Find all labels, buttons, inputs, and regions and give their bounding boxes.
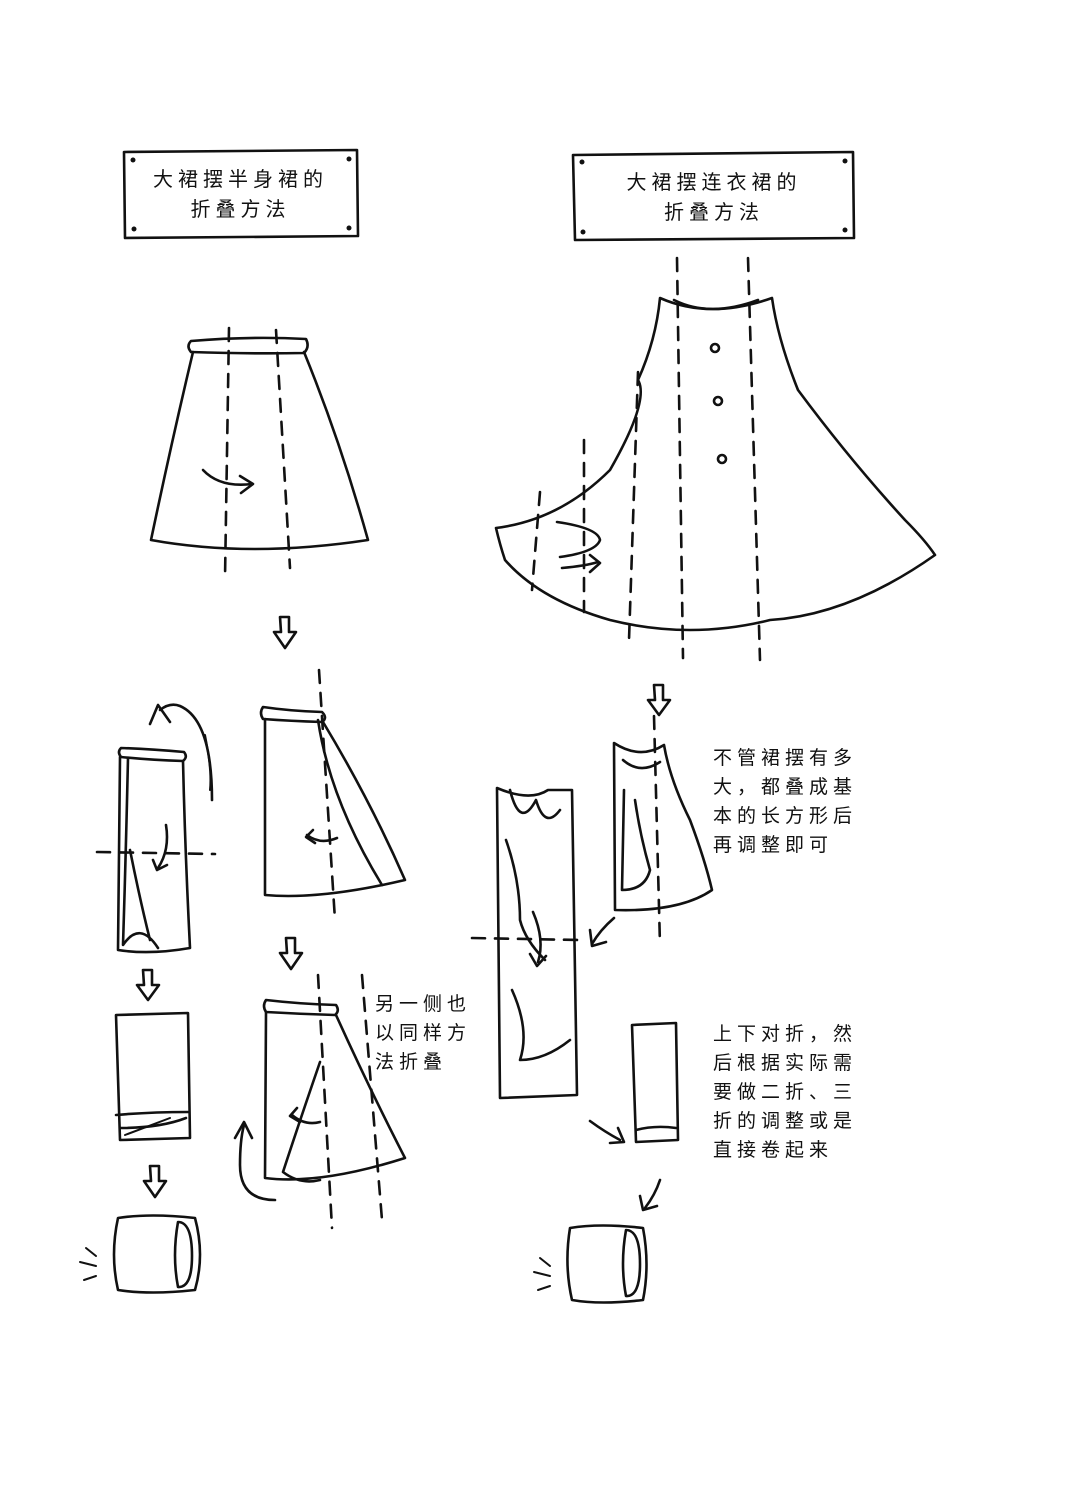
note-line: 要做二折、三 xyxy=(713,1081,858,1103)
note-line: 再调整即可 xyxy=(713,834,834,856)
note-line: 本的长方形后 xyxy=(713,805,858,827)
left-title-signboard xyxy=(122,148,360,240)
down-arrow-2 xyxy=(135,968,161,1002)
dress-step4 xyxy=(588,1021,680,1145)
right-title-line2: 折叠方法 xyxy=(664,200,764,224)
left-title-line1: 大裙摆半身裙的 xyxy=(153,167,328,191)
dress-step1 xyxy=(494,256,937,662)
right-note-basic-rectangle: 不管裙摆有多 大，都叠成基 本的长方形后 再调整即可 xyxy=(713,744,857,860)
note-line: 法折叠 xyxy=(375,1051,448,1073)
left-note-other-side: 另一侧也 以同样方 法折叠 xyxy=(375,990,471,1077)
note-line: 不管裙摆有多 xyxy=(713,747,858,769)
down-arrow-5 xyxy=(646,683,672,717)
note-line: 大，都叠成基 xyxy=(713,776,858,798)
skirt-step5-rolled xyxy=(79,1214,202,1294)
right-title: 大裙摆连衣裙的 折叠方法 xyxy=(574,167,854,227)
skirt-step1 xyxy=(149,326,370,580)
skirt-step3 xyxy=(95,703,217,954)
skirt-step4 xyxy=(114,1011,192,1142)
note-line: 后根据实际需 xyxy=(713,1052,858,1074)
down-arrow-1 xyxy=(272,615,298,650)
left-title-line2: 折叠方法 xyxy=(190,197,291,221)
dress-step2 xyxy=(612,714,714,947)
note-line: 直接卷起来 xyxy=(713,1139,834,1161)
left-title: 大裙摆半身裙的 折叠方法 xyxy=(124,164,357,224)
down-arrow-4 xyxy=(278,936,304,971)
right-title-signboard xyxy=(571,150,856,242)
dress-step5-rolled xyxy=(533,1224,648,1304)
note-line: 上下对折，然 xyxy=(713,1023,858,1045)
right-note-fold-or-roll: 上下对折，然 后根据实际需 要做二折、三 折的调整或是 直接卷起来 xyxy=(713,1020,857,1165)
note-line: 以同样方 xyxy=(375,1022,472,1044)
down-arrow-6 xyxy=(638,1178,662,1212)
note-line: 折的调整或是 xyxy=(713,1110,858,1132)
skirt-step2 xyxy=(259,668,407,922)
dress-step3 xyxy=(470,786,616,1100)
down-arrow-3 xyxy=(142,1164,168,1199)
note-line: 另一侧也 xyxy=(375,993,472,1015)
right-title-line1: 大裙摆连衣裙的 xyxy=(626,170,802,194)
skirt-step6 xyxy=(233,973,407,1230)
